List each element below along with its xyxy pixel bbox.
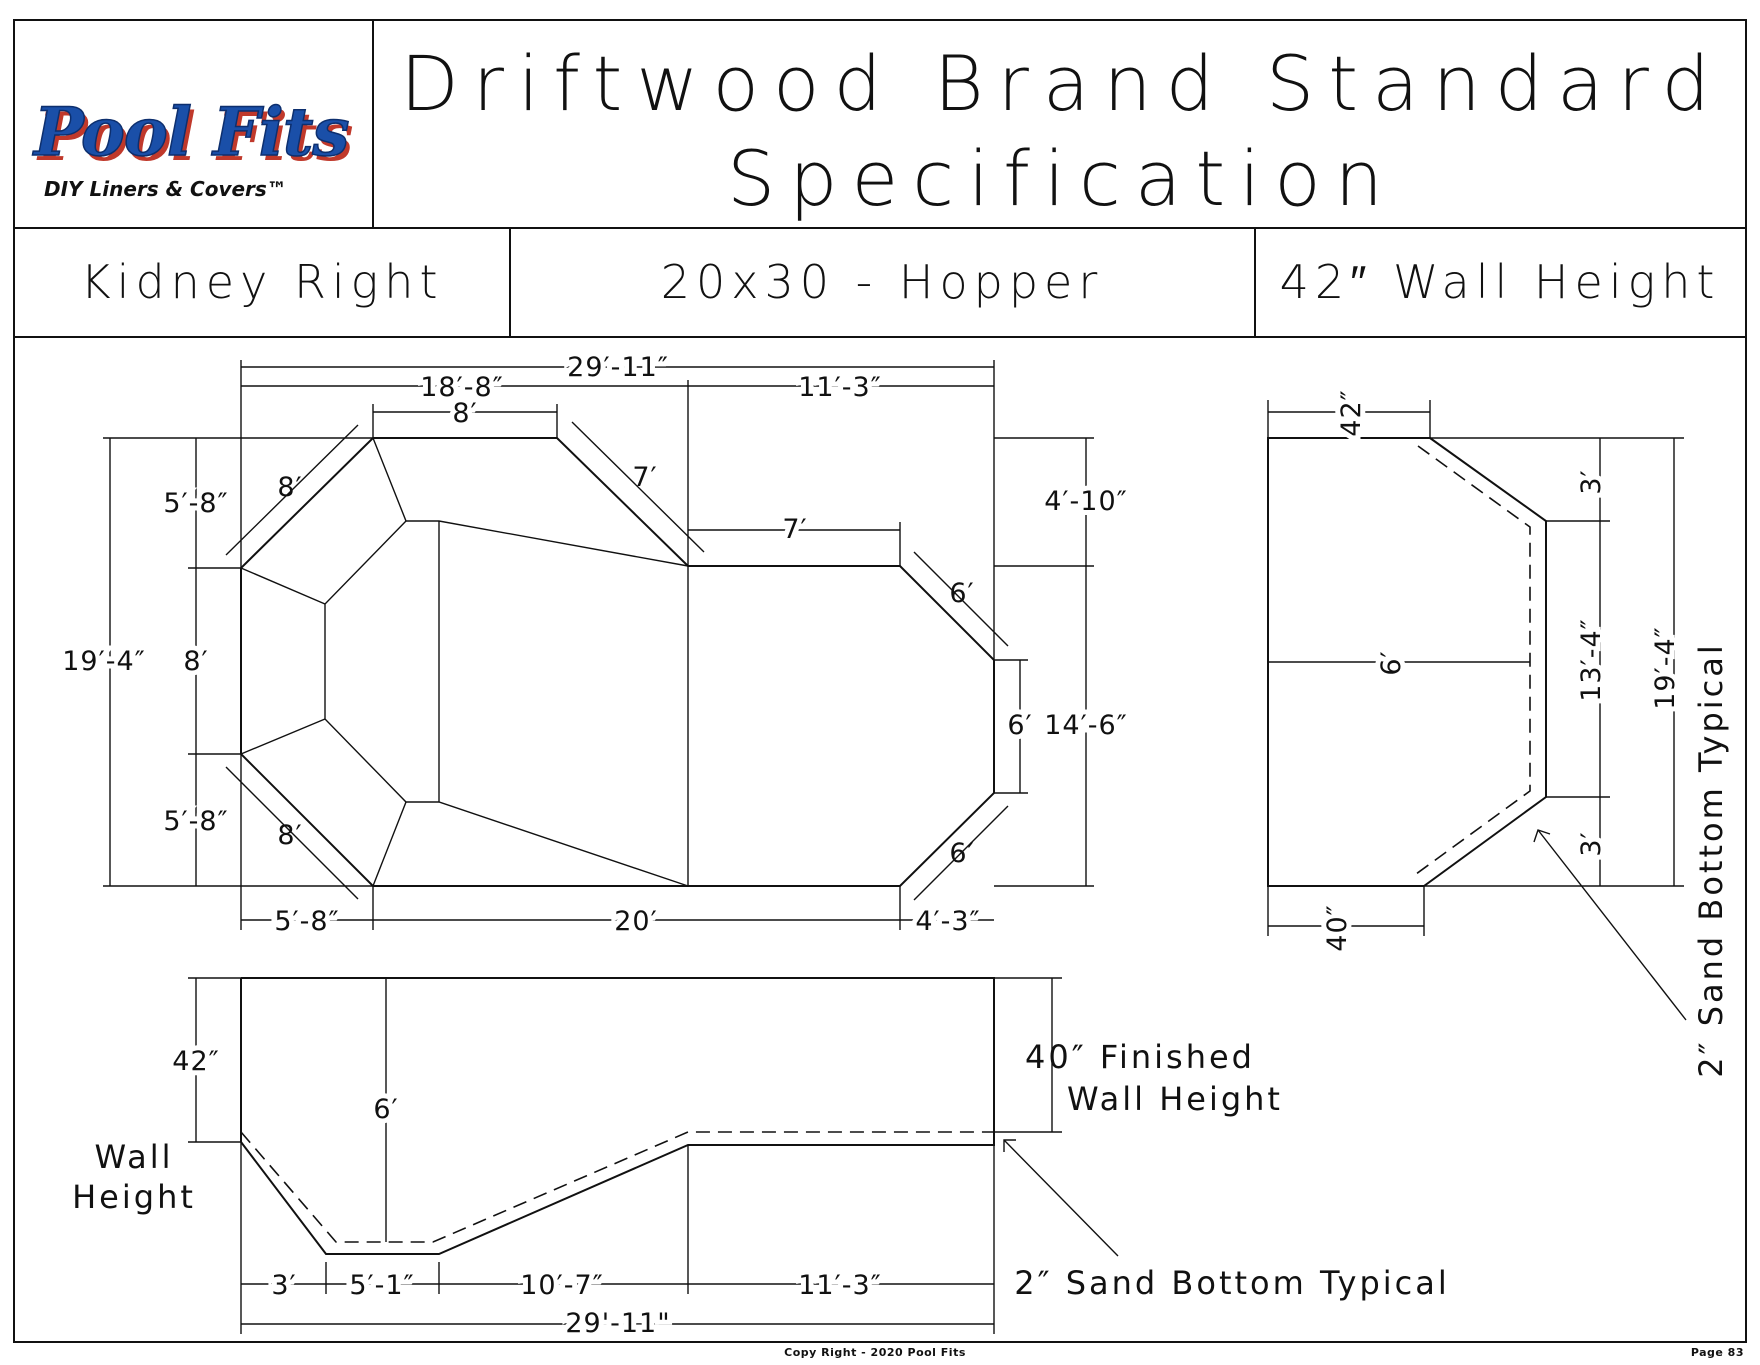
dim-left-mid: 8′ (183, 646, 208, 677)
profile-view: 6′ 42″ Wall Height 40″ Finished Wall Hei… (72, 977, 1450, 1344)
dim-top-diag: 7′ (632, 462, 657, 493)
title-line-2: Specification (727, 134, 1397, 223)
dim-upper-right-diag: 6′ (949, 578, 974, 609)
title-line-1: Driftwood Brand Standard (400, 39, 1724, 128)
logo-wordmark: Pool Fits (32, 93, 349, 171)
end-top-wall: 42″ (1336, 389, 1367, 436)
profile-seg4: 11′-3″ (798, 1270, 882, 1301)
plan-view: 29′-11″ 18′-8″ 11′-3″ 8′ 8′ 7′ 7′ 6′ 6′ … (57, 347, 1132, 942)
dim-bottom-right: 4′-3″ (915, 906, 980, 937)
end-overall-width: 19′-4″ (1650, 626, 1681, 710)
dim-overall-length: 29′-11″ (567, 352, 669, 383)
profile-finished-2: Wall Height (1067, 1080, 1283, 1118)
profile-sand-dashed (240, 1131, 994, 1243)
dim-right-width: 14′-6″ (1044, 710, 1128, 741)
dim-bottom-left: 5′-8″ (274, 906, 339, 937)
dim-right-flat: 6′ (1007, 710, 1032, 741)
title-block (13, 19, 1747, 1343)
profile-finished-1: 40″ Finished (1025, 1038, 1255, 1076)
profile-depth: 6′ (373, 1094, 398, 1125)
end-upper-slope: 3′ (1576, 469, 1607, 494)
spec-shape: Kidney Right (81, 255, 444, 309)
dim-left-lower: 5′-8″ (163, 806, 228, 837)
profile-wall: 42″ (172, 1046, 219, 1077)
dim-step-7: 7′ (782, 514, 807, 545)
spec-wall: 42″ Wall Height (1280, 255, 1721, 309)
logo-tagline: DIY Liners & Covers™ (44, 177, 287, 201)
end-view: 42″ 40″ 6′ 3′ 13′-4″ 3′ 19′-4″ 2″ Sand B… (1267, 384, 1730, 1078)
plan-deep-end (372, 437, 689, 567)
dim-left-upper: 5′-8″ (163, 488, 228, 519)
spec-size: 20x30 - Hopper (661, 255, 1103, 309)
profile-sand-note: 2″ Sand Bottom Typical (1014, 1264, 1450, 1302)
dim-lower-left-diag: 8′ (277, 820, 302, 851)
dim-top-flat: 8′ (452, 398, 477, 429)
profile-seg1: 3′ (271, 1270, 296, 1301)
profile-overall: 29'-11" (565, 1308, 670, 1339)
dim-upper-left-diag: 8′ (277, 472, 302, 503)
pool-fits-logo: Pool Fits Pool Fits DIY Liners & Covers™ (31, 92, 353, 201)
dim-overall-width: 19′-4″ (62, 646, 146, 677)
end-deep-flat: 13′-4″ (1576, 618, 1607, 702)
profile-seg2: 5′-1″ (349, 1270, 414, 1301)
plan-outline (240, 437, 995, 887)
profile-seg3: 10′-7″ (520, 1270, 604, 1301)
end-bottom-wall: 40″ (1322, 904, 1353, 951)
footer-copyright: Copy Right - 2020 Pool Fits (784, 1346, 966, 1359)
dim-right-length: 11′-3″ (798, 372, 882, 403)
dim-lower-right-diag: 6′ (949, 838, 974, 869)
dim-bottom-mid: 20′ (614, 906, 658, 937)
profile-wall-label-1: Wall (95, 1138, 174, 1176)
profile-outline (240, 977, 995, 1255)
end-sand-dashed (1411, 445, 1531, 878)
end-lower-slope: 3′ (1576, 831, 1607, 856)
end-sand-note: 2″ Sand Bottom Typical (1692, 642, 1730, 1078)
end-deep-width: 6′ (1376, 650, 1407, 675)
logo-wordmark-shadow: Pool Fits (36, 98, 353, 176)
dim-left-length: 18′-8″ (420, 372, 504, 403)
footer-page: Page 83 (1691, 1346, 1744, 1359)
profile-wall-label-2: Height (72, 1178, 196, 1216)
dim-right-top: 4′-10″ (1044, 486, 1128, 517)
